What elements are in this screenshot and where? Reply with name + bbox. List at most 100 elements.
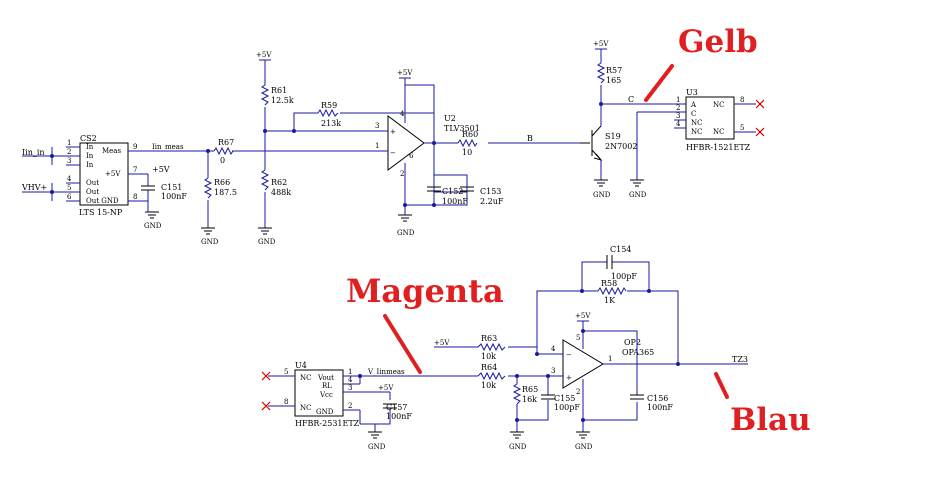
junction-dot	[50, 154, 54, 158]
u4-ref: U4	[295, 361, 307, 370]
gnd-symbol	[145, 211, 159, 219]
u2-pinnum-1: 1	[375, 142, 379, 150]
u3-body	[685, 96, 735, 140]
r58-resistor	[597, 286, 627, 296]
u4-pin-stubs	[268, 375, 390, 411]
cs2-pinnum-9: 9	[133, 143, 137, 151]
r60-value: 10	[462, 148, 472, 157]
cs2-pin-in-3: In	[86, 161, 94, 169]
c154-ref: C154	[610, 245, 631, 254]
r67-ref: R67	[218, 138, 234, 147]
cs2-pin-out-1: Out	[86, 179, 99, 187]
u4-pin-vout: Vout	[317, 374, 334, 382]
c151-value: 100nF	[161, 192, 187, 201]
junction-dot	[432, 203, 436, 207]
u4-pin-vcc: Vcc	[319, 391, 333, 399]
op2-pinnum-5: 5	[576, 334, 580, 342]
cs2-pin-meas: Meas	[102, 147, 121, 155]
r57-wires	[595, 48, 607, 104]
junction-dot	[580, 289, 584, 293]
r61-value: 12.5k	[271, 96, 294, 105]
r57-resistor	[596, 62, 606, 84]
r58-value: 1K	[604, 296, 616, 305]
u4-pinnum-3: 3	[348, 384, 352, 392]
c151-symbol	[141, 185, 155, 191]
cs2-pinnum-2: 2	[67, 148, 71, 156]
u2-pinnum-3: 3	[375, 122, 379, 130]
r66-value: 187.5	[214, 188, 237, 197]
u3-pin-nc-4: NC	[691, 128, 702, 136]
gnd-label-r62: GND	[258, 238, 276, 246]
c154-value: 100pF	[611, 272, 637, 281]
r61-ref: R61	[271, 86, 287, 95]
u3-value: HFBR-1521ETZ	[686, 143, 751, 152]
c155-value: 100pF	[554, 403, 580, 412]
r66-resistor	[203, 177, 213, 199]
r65-resistor	[512, 383, 522, 405]
cs2-pinnum-1: 1	[67, 139, 71, 147]
gnd-label-s19: GND	[593, 191, 611, 199]
gnd-symbol	[510, 431, 524, 439]
r63-resistor	[477, 342, 506, 352]
u4-pin-gnd: GND	[316, 408, 334, 416]
u3-pin-stubs	[674, 103, 756, 133]
s19-symbol	[580, 125, 602, 161]
blau-pointer	[714, 372, 729, 399]
op2-plus: +	[566, 374, 572, 382]
r59-wires	[265, 112, 435, 143]
u3-pinnum-5: 5	[740, 124, 744, 132]
u3-pinnum-4: 4	[676, 120, 681, 128]
feedback-wires	[536, 261, 679, 364]
gnd-symbol	[398, 214, 412, 222]
u2-minus: −	[390, 149, 396, 157]
cs2-pinnum-5: 5	[67, 184, 71, 192]
r67-resistor	[213, 146, 234, 156]
u3-pinnum-3: 3	[676, 112, 680, 120]
r57-5v-label: +5V	[593, 40, 609, 48]
net-label-b: B	[527, 134, 533, 143]
op2-opamp: − + 4 3 5 2 1 OP2 OPA365	[551, 334, 678, 396]
u2-supply-wires	[399, 77, 435, 212]
junction-dot	[292, 129, 296, 133]
u3-pin-a: A	[690, 101, 697, 109]
cs2-pin-in-1: In	[86, 143, 94, 151]
net-label-tz3: TZ3	[732, 355, 748, 364]
u4-pinnum-1: 1	[348, 368, 352, 376]
r63-5v-label: +5V	[434, 339, 450, 347]
decoupling-top	[434, 174, 468, 187]
r57-value: 165	[606, 76, 621, 85]
u4-body	[294, 369, 344, 417]
r65-value: 16k	[522, 395, 537, 404]
u3-no-connect-marks	[755, 99, 765, 137]
u3-gnd-wire	[636, 111, 674, 180]
c156-symbol	[630, 394, 644, 400]
op2-pinnum-1: 1	[608, 355, 612, 363]
r63-value: 10k	[481, 352, 496, 361]
gnd-label-cs2: GND	[144, 222, 162, 230]
r63-ref: R63	[481, 334, 497, 343]
r60-resistor	[457, 138, 478, 148]
u2-value: TLV3501	[444, 124, 480, 133]
op2-minus: −	[566, 351, 572, 359]
cs2-pin-out-2: Out	[86, 188, 99, 196]
c157-value: 100nF	[386, 412, 412, 421]
cs2-pinnum-3: 3	[67, 157, 71, 165]
u4-pinnum-5: 5	[284, 368, 288, 376]
r59-value: 213k	[321, 119, 341, 128]
u4-no-connect-marks	[261, 371, 271, 411]
op2-pinnum-4: 4	[551, 345, 556, 353]
u3-pin-nc-3: NC	[691, 119, 702, 127]
c152-symbol	[427, 186, 441, 192]
r61-resistor	[260, 84, 270, 106]
c151-5v-label: +5V	[152, 165, 170, 174]
c154-symbol	[606, 255, 613, 269]
r60-ref: R60	[462, 130, 478, 139]
u2-pin-stubs	[378, 130, 434, 152]
r62-value: 488k	[271, 188, 291, 197]
cs2-value: LTS 15-NP	[79, 208, 123, 217]
cs2-pin-stubs	[66, 146, 148, 202]
c153-value: 2.2uF	[480, 197, 504, 206]
gnd-label-op2: GND	[575, 443, 593, 451]
u4-pin-nc-5: NC	[300, 374, 311, 382]
